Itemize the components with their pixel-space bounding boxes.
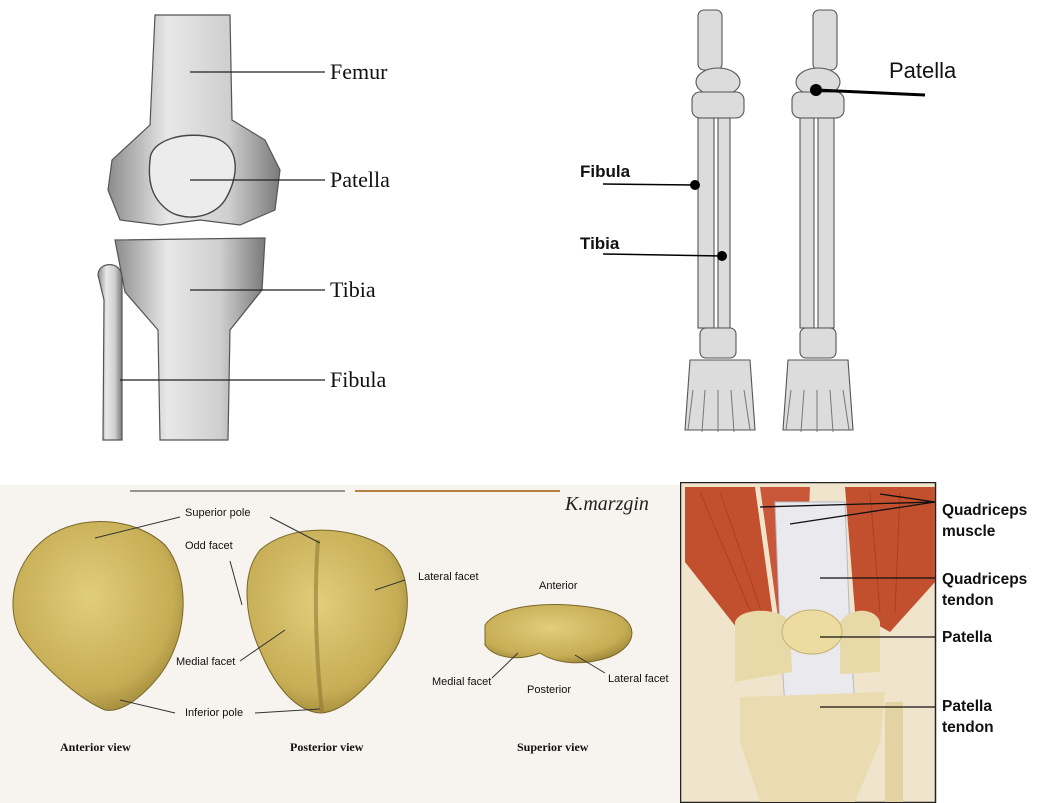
label-superior-pole: Superior pole [185,507,250,519]
label-quadriceps-tendon-line2: tendon [942,590,1027,611]
label-odd-facet: Odd facet [185,540,233,552]
legs-skeleton-illustration: Patella Fibula Tibia [560,0,1057,450]
caption-anterior-view: Anterior view [60,740,131,755]
label-femur: Femur [330,59,387,85]
legs-skeleton-drawing [560,0,1057,450]
label-superior-lateral-facet: Lateral facet [608,673,669,685]
label-quadriceps-muscle-line1: Quadriceps [942,500,1027,521]
label-inferior-pole: Inferior pole [185,707,243,719]
label-patella-muscle: Patella [942,627,992,648]
label-superior-medial-facet: Medial facet [432,676,491,688]
label-posterior: Posterior [527,684,571,696]
label-lateral-facet: Lateral facet [418,571,479,583]
patella-views-drawing: K.marzgin [0,485,680,803]
label-patella-tendon: Patella tendon [942,696,994,738]
label-quadriceps-tendon-line1: Quadriceps [942,569,1027,590]
label-patella: Patella [330,167,390,193]
label-anterior: Anterior [539,580,578,592]
label-tibia: Tibia [330,277,376,303]
caption-posterior-view: Posterior view [290,740,363,755]
label-medial-facet: Medial facet [176,656,235,668]
label-quadriceps-muscle: Quadriceps muscle [942,500,1027,542]
knee-front-illustration: Femur Patella Tibia Fibula [0,0,420,450]
label-patella-legs: Patella [889,58,956,84]
label-patella-tendon-line2: tendon [942,717,994,738]
signature-mark: K.marzgin [564,493,649,515]
label-fibula: Fibula [330,367,386,393]
label-fibula-legs: Fibula [580,162,630,182]
label-quadriceps-tendon: Quadriceps tendon [942,569,1027,611]
label-quadriceps-muscle-line2: muscle [942,521,1027,542]
label-patella-tendon-line1: Patella [942,696,994,717]
caption-superior-view: Superior view [517,740,588,755]
label-tibia-legs: Tibia [580,234,619,254]
knee-muscle-illustration: Quadriceps muscle Quadriceps tendon Pate… [680,482,1057,803]
patella-views-illustration: K.marzgin Superior pole Odd facet Latera… [0,485,680,803]
